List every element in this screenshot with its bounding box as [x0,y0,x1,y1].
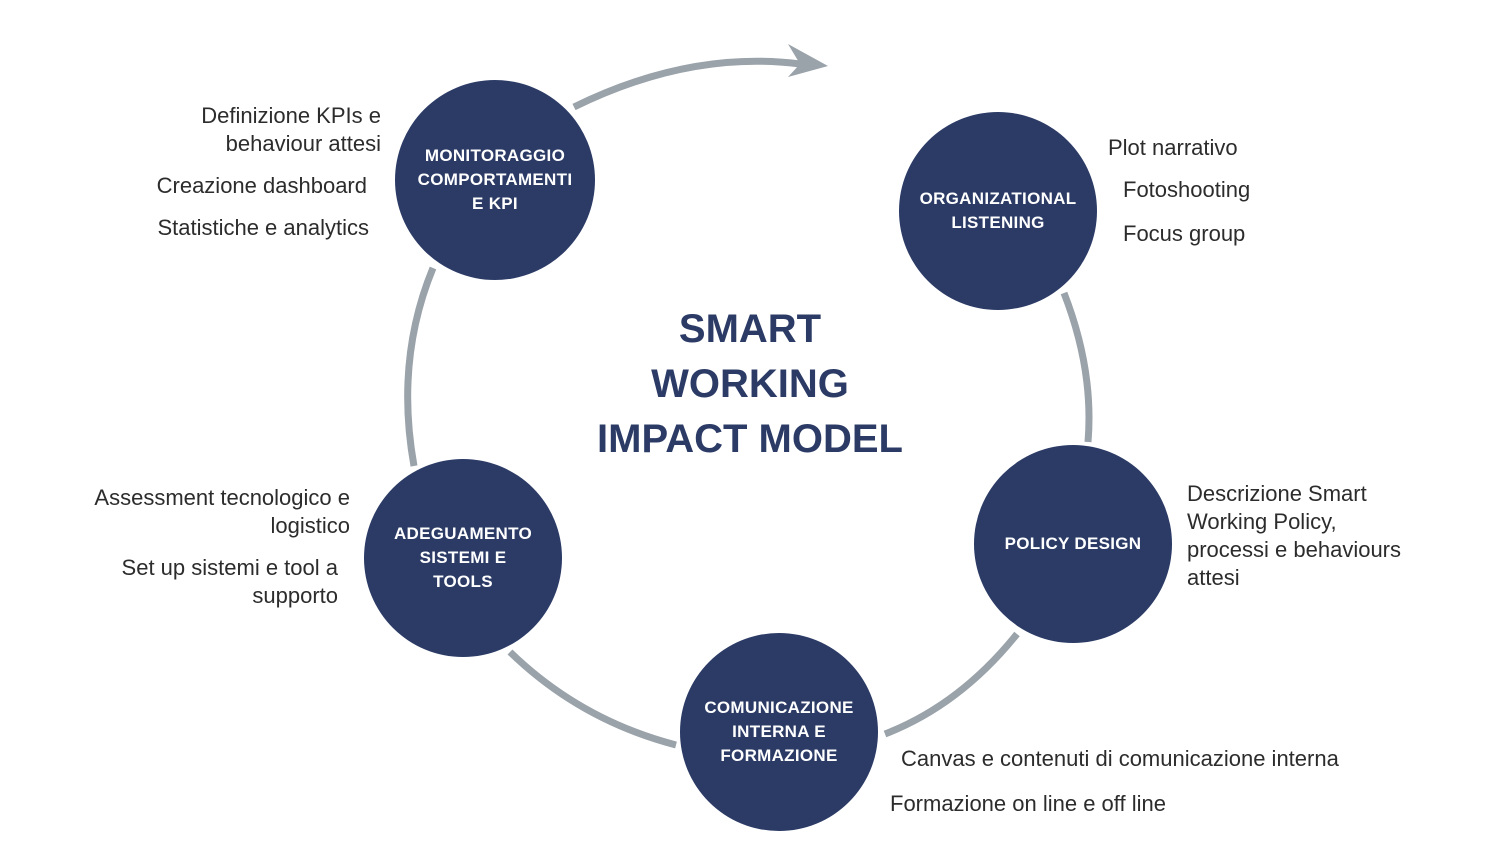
arc-adeguamento-to-monitoraggio [404,266,437,467]
arc-organizational-to-policy [1060,291,1093,443]
node-monitoraggio: MONITORAGGIO COMPORTAMENTI E KPI [395,80,595,280]
arc-comunicazione-to-adeguamento [507,649,677,749]
cycle-arrowhead [788,44,828,77]
notes-organizational: Plot narrativo Fotoshooting Focus group [1108,134,1348,248]
note-item: Descrizione Smart Working Policy, proces… [1187,481,1402,590]
notes-monitoraggio: Definizione KPIs e behaviour attesi Crea… [120,102,385,242]
notes-policy: Descrizione Smart Working Policy, proces… [1187,480,1457,592]
node-monitoraggio-label: MONITORAGGIO COMPORTAMENTI E KPI [417,146,573,213]
node-organizational-label: ORGANIZATIONAL LISTENING [919,189,1077,232]
node-comunicazione-label: COMUNICAZIONE INTERNA E FORMAZIONE [704,698,854,765]
note-item: Canvas e contenuti di comunicazione inte… [901,746,1339,771]
note-item: Fotoshooting [1123,177,1251,202]
note-item: Assessment tecnologico e logistico [94,485,350,538]
node-organizational-listening: ORGANIZATIONAL LISTENING [899,112,1097,310]
notes-adeguamento: Assessment tecnologico e logistico Set u… [60,484,350,610]
node-adeguamento: ADEGUAMENTO SISTEMI E TOOLS [364,459,562,657]
note-item: Plot narrativo [1108,135,1238,160]
note-item: Set up sistemi e tool a supporto [121,555,338,608]
node-adeguamento-label: ADEGUAMENTO SISTEMI E TOOLS [393,524,533,591]
node-comunicazione: COMUNICAZIONE INTERNA E FORMAZIONE [680,633,878,831]
note-item: Definizione KPIs e behaviour attesi [201,103,381,156]
arc-monitoraggio-to-top [572,57,801,111]
note-item: Formazione on line e off line [890,791,1166,816]
note-item: Focus group [1123,221,1246,246]
note-item: Statistiche e analytics [157,215,369,240]
notes-comunicazione: Canvas e contenuti di comunicazione inte… [890,745,1390,818]
arc-policy-to-comunicazione [883,631,1020,738]
node-policy-label: POLICY DESIGN [1004,534,1142,553]
note-item: Creazione dashboard [156,173,367,198]
node-policy-design: POLICY DESIGN [974,445,1172,643]
diagram-title: SMART WORKING IMPACT MODEL [597,307,903,461]
